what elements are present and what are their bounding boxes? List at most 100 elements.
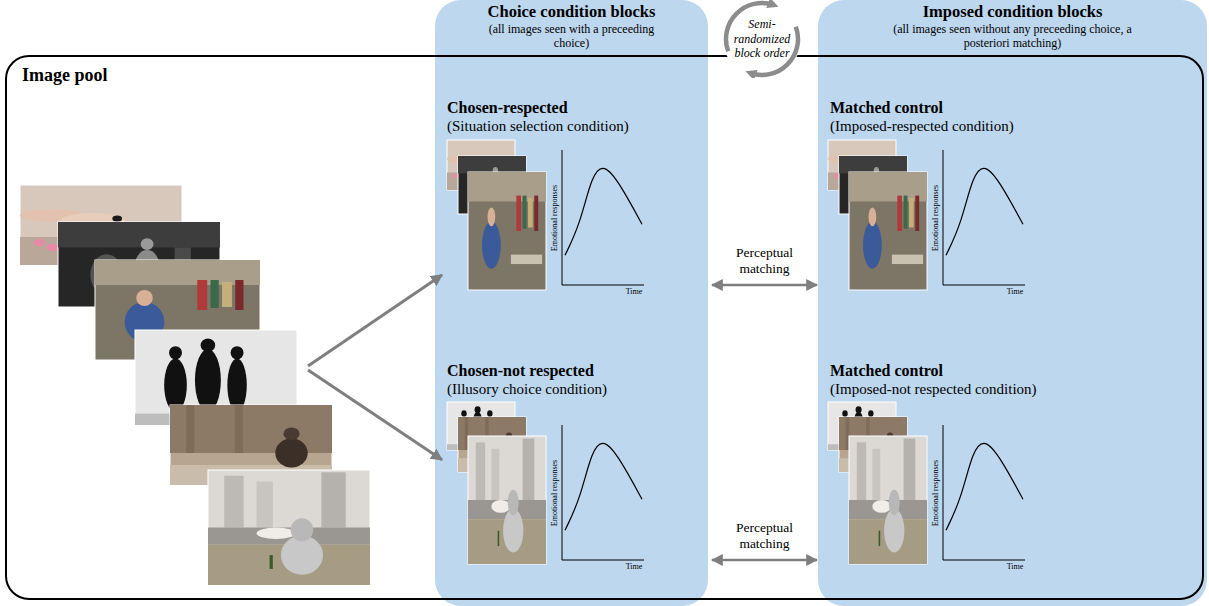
photo-detail — [227, 359, 246, 412]
response-curve — [565, 168, 642, 255]
photo-detail — [857, 442, 866, 500]
photo-detail — [169, 346, 182, 359]
photo-detail — [141, 238, 154, 250]
photo-detail — [201, 339, 216, 352]
photo-detail — [281, 536, 323, 575]
photo-detail — [834, 174, 839, 179]
cycle-ground — [723, 0, 801, 78]
photo — [208, 470, 370, 585]
block-order-cycle: Semi-randomized block order — [718, 0, 806, 78]
panel-subtitle: (all images seen with a preceeding choic… — [487, 23, 657, 51]
block-subtitle: (Illusory choice condition) — [447, 380, 704, 398]
response-graph — [562, 425, 644, 560]
photo — [468, 172, 546, 290]
photo-detail — [889, 490, 900, 516]
photo-detail — [321, 472, 345, 527]
block-title: Matched control — [830, 98, 1200, 117]
response-graph — [943, 425, 1025, 560]
connector-arrow — [712, 559, 817, 562]
response-curve — [946, 443, 1023, 530]
photo-detail — [47, 244, 58, 251]
photo-detail — [884, 509, 904, 553]
pool-title: Image pool — [7, 57, 108, 87]
photo-detail — [231, 346, 244, 359]
edge-label: Perceptual matching — [718, 245, 812, 276]
cycle-label: Semi-randomized block order — [729, 17, 795, 60]
photo-detail — [186, 405, 194, 453]
block-subtitle: (Imposed-not respected condition) — [830, 380, 1200, 398]
photo-detail — [849, 172, 927, 202]
photo-detail — [482, 222, 501, 269]
panel-subtitle: (all images seen without any preceeding … — [893, 23, 1133, 51]
photo-detail — [523, 196, 527, 229]
photo-detail — [453, 174, 458, 179]
axis-label: Emotional responses — [932, 184, 940, 250]
photo-detail — [904, 196, 908, 229]
photo-detail — [461, 410, 466, 417]
photo-detail — [863, 222, 882, 269]
photo-detail — [892, 255, 923, 264]
graph-axes — [562, 150, 644, 285]
panel-title: Imposed condition blocks — [818, 0, 1207, 22]
photo-detail — [291, 518, 314, 541]
axis-label: Emotional responses — [932, 459, 940, 525]
photo-detail — [904, 439, 916, 500]
connector-arrow — [308, 370, 442, 460]
photo-ground — [849, 436, 927, 564]
edge-label: Perceptual matching — [718, 520, 812, 551]
photo — [849, 436, 927, 564]
photo-detail — [868, 410, 873, 417]
photo-detail — [528, 198, 533, 228]
photo-detail — [112, 215, 122, 221]
block-title: Matched control — [830, 361, 1200, 380]
block-subtitle: (Situation selection condition) — [447, 117, 704, 135]
photo-detail — [897, 196, 902, 231]
photo-ground — [468, 436, 546, 564]
photo-detail — [170, 405, 332, 453]
graph-axes — [562, 425, 644, 560]
photo — [849, 172, 927, 290]
photo-detail — [909, 198, 914, 228]
photo-detail — [491, 500, 510, 513]
photo-detail — [488, 207, 496, 226]
photo-detail — [476, 442, 485, 500]
photo-detail — [257, 528, 296, 540]
photo-detail — [487, 410, 492, 417]
photo-ground — [208, 470, 370, 585]
axis-label: Time — [1007, 563, 1024, 571]
block-title: Chosen-respected — [447, 98, 704, 117]
photo-detail — [270, 555, 273, 569]
photo-detail — [458, 156, 526, 173]
graph-axes — [943, 150, 1025, 285]
photo-detail — [222, 282, 232, 307]
photo-detail — [523, 439, 535, 500]
photo-detail — [842, 410, 847, 417]
photo-detail — [503, 509, 523, 553]
photo-detail — [58, 222, 220, 248]
block-title: Chosen-not respected — [447, 361, 704, 380]
photo-detail — [491, 449, 499, 500]
photo-detail — [257, 482, 273, 528]
photo-detail — [197, 280, 207, 310]
response-curve — [565, 443, 642, 530]
axis-label: Time — [626, 563, 643, 571]
connector-arrow — [712, 284, 817, 287]
photo — [468, 436, 546, 564]
response-graph — [562, 150, 644, 285]
photo-detail — [872, 500, 891, 513]
photo-detail — [235, 280, 243, 310]
photo-detail — [195, 349, 221, 412]
photo-detail — [879, 531, 881, 546]
photo-detail — [235, 405, 243, 453]
block-subtitle: (Imposed-respected condition) — [830, 117, 1200, 135]
photo-detail — [211, 280, 219, 308]
photo-detail — [283, 427, 299, 440]
photo-detail — [516, 196, 521, 231]
panel-title: Choice condition blocks — [435, 0, 708, 22]
photo-detail — [275, 439, 307, 468]
photo-detail — [915, 196, 919, 231]
photo-detail — [34, 239, 45, 246]
